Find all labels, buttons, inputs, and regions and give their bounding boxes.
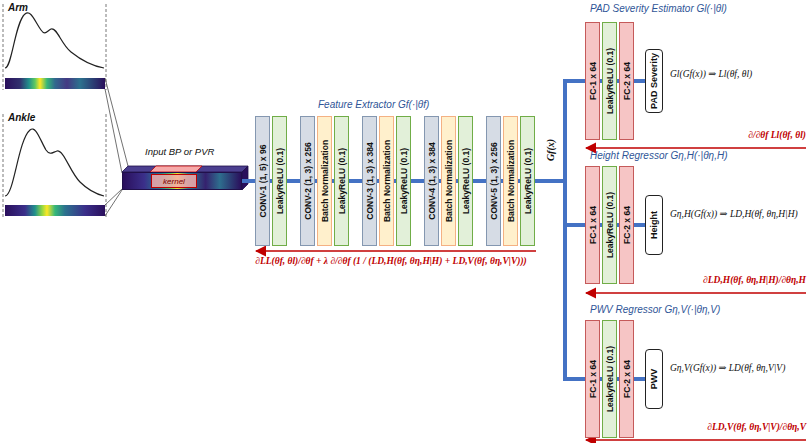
layer-label: FC-2 x 64 bbox=[622, 360, 632, 398]
feature-symbol: Gf(x) bbox=[545, 137, 556, 163]
output-box: Height bbox=[645, 195, 663, 255]
layer-label: FC-2 x 64 bbox=[622, 62, 632, 100]
layer-label: CONV-2 (1, 3) x 256 bbox=[303, 142, 313, 219]
data-flow-line bbox=[349, 179, 362, 183]
activation-layer: LeakyReLU (0.1) bbox=[602, 166, 617, 284]
conv-layer: CONV-1 (1, 5) x 96 bbox=[255, 116, 270, 246]
batchnorm-layer: Batch Normalization bbox=[441, 116, 456, 246]
data-flow-line bbox=[535, 181, 585, 379]
layer-label: LeakyReLU (0.1) bbox=[399, 148, 409, 214]
loss-formula: Gl(Gf(x)) ⇒ Ll(θf, θl) bbox=[670, 68, 806, 79]
batchnorm-layer: Batch Normalization bbox=[317, 116, 332, 246]
data-flow-line bbox=[535, 181, 585, 225]
output-box: PWV bbox=[645, 349, 663, 409]
batchnorm-layer: Batch Normalization bbox=[503, 116, 518, 246]
dense-layer: FC-1 x 64 bbox=[585, 22, 600, 140]
layer-label: Height bbox=[649, 211, 659, 239]
kernel-window: kernel bbox=[151, 174, 197, 188]
layer-label: CONV-5 (1, 3) x 256 bbox=[489, 142, 499, 219]
layer-label: FC-2 x 64 bbox=[622, 206, 632, 244]
dense-layer: FC-2 x 64 bbox=[619, 166, 634, 284]
activation-layer: LeakyReLU (0.1) bbox=[396, 116, 411, 246]
signal-name: Arm bbox=[8, 2, 28, 13]
layer-label: PAD Severity bbox=[649, 53, 659, 109]
layer-label: LeakyReLU (0.1) bbox=[523, 148, 533, 214]
layer-label: CONV-1 (1, 5) x 96 bbox=[258, 145, 268, 218]
batchnorm-layer: Batch Normalization bbox=[379, 116, 394, 246]
layer-label: LeakyReLU (0.1) bbox=[461, 148, 471, 214]
layer-label: LeakyReLU (0.1) bbox=[275, 148, 285, 214]
layer-label: CONV-3 (1, 3) x 384 bbox=[365, 142, 375, 219]
data-flow-line bbox=[634, 79, 645, 83]
layer-label: LeakyReLU (0.1) bbox=[605, 48, 615, 114]
conv-layer: CONV-5 (1, 3) x 256 bbox=[486, 116, 501, 246]
module-title: Feature Extractor Gf(·|θf) bbox=[318, 99, 429, 110]
arm-signal bbox=[3, 4, 106, 90]
signal-name: Ankle bbox=[8, 112, 35, 123]
layer-label: FC-1 x 64 bbox=[588, 206, 598, 244]
activation-layer: LeakyReLU (0.1) bbox=[458, 116, 473, 246]
gradient-formula: ∂LL(θf, θl)/∂θf + λ ∂/∂θf (1 / (LD,H(θf,… bbox=[246, 256, 536, 266]
layer-label: Batch Normalization bbox=[320, 140, 330, 222]
input-caption: Input BP or PVR bbox=[145, 146, 214, 157]
conv-layer: CONV-2 (1, 3) x 256 bbox=[300, 116, 315, 246]
module-title: PAD Severity Estimator Gl(·|θl) bbox=[590, 3, 727, 14]
activation-layer: LeakyReLU (0.1) bbox=[602, 22, 617, 140]
gradient-formula: ∂LD,H(θf, θη,H|H)/∂θη,H bbox=[680, 275, 806, 285]
module-title: Height Regressor Gη,H(·|θη,H) bbox=[590, 150, 728, 161]
layer-label: LeakyReLU (0.1) bbox=[605, 346, 615, 412]
activation-layer: LeakyReLU (0.1) bbox=[334, 116, 349, 246]
input-tensor: Input BP or PVRkernel bbox=[122, 172, 242, 190]
loss-formula: Gη,H(Gf(x)) ⇒ LD,H(θf, θη,H|H) bbox=[670, 208, 806, 219]
layer-label: FC-1 x 64 bbox=[588, 62, 598, 100]
data-flow-line bbox=[287, 179, 300, 183]
layer-label: Batch Normalization bbox=[444, 140, 454, 222]
activation-layer: LeakyReLU (0.1) bbox=[272, 116, 287, 246]
tensor-faces bbox=[122, 166, 248, 190]
layer-label: LeakyReLU (0.1) bbox=[337, 148, 347, 214]
backprop-arrows bbox=[256, 148, 806, 440]
layer-label: Batch Normalization bbox=[382, 140, 392, 222]
data-flow-line bbox=[634, 223, 645, 227]
dense-layer: FC-1 x 64 bbox=[585, 320, 600, 438]
layer-label: Batch Normalization bbox=[506, 140, 516, 222]
module-title: PWV Regressor Gη,V(·|θη,V) bbox=[590, 304, 720, 315]
dense-layer: FC-2 x 64 bbox=[619, 22, 634, 140]
conv-layer: CONV-4 (1, 3) x 384 bbox=[424, 116, 439, 246]
data-flow-line bbox=[634, 377, 645, 381]
data-flow-line bbox=[535, 81, 585, 181]
loss-formula: Gη,V(Gf(x)) ⇒ LD(θf, θη,V|V) bbox=[670, 362, 806, 373]
layer-label: FC-1 x 64 bbox=[588, 360, 598, 398]
layer-label: LeakyReLU (0.1) bbox=[605, 192, 615, 258]
gradient-formula: ∂LD,V(θf, θη,V|V)/∂θη,V bbox=[680, 422, 806, 432]
layer-label: PWV bbox=[649, 369, 659, 390]
dense-layer: FC-2 x 64 bbox=[619, 320, 634, 438]
ankle-signal bbox=[3, 114, 106, 217]
data-flow-line bbox=[473, 179, 486, 183]
data-flow-line bbox=[411, 179, 424, 183]
activation-layer: LeakyReLU (0.1) bbox=[602, 320, 617, 438]
signal-stacking-lines bbox=[105, 78, 128, 216]
dense-layer: FC-1 x 64 bbox=[585, 166, 600, 284]
layer-label: kernel bbox=[163, 177, 185, 186]
data-flow-line bbox=[242, 179, 255, 183]
activation-layer: LeakyReLU (0.1) bbox=[520, 116, 535, 246]
gradient-formula: ∂/∂θf Ll(θf, θl) bbox=[680, 130, 806, 140]
output-box: PAD Severity bbox=[645, 49, 663, 113]
conv-layer: CONV-3 (1, 3) x 384 bbox=[362, 116, 377, 246]
layer-label: CONV-4 (1, 3) x 384 bbox=[427, 142, 437, 219]
